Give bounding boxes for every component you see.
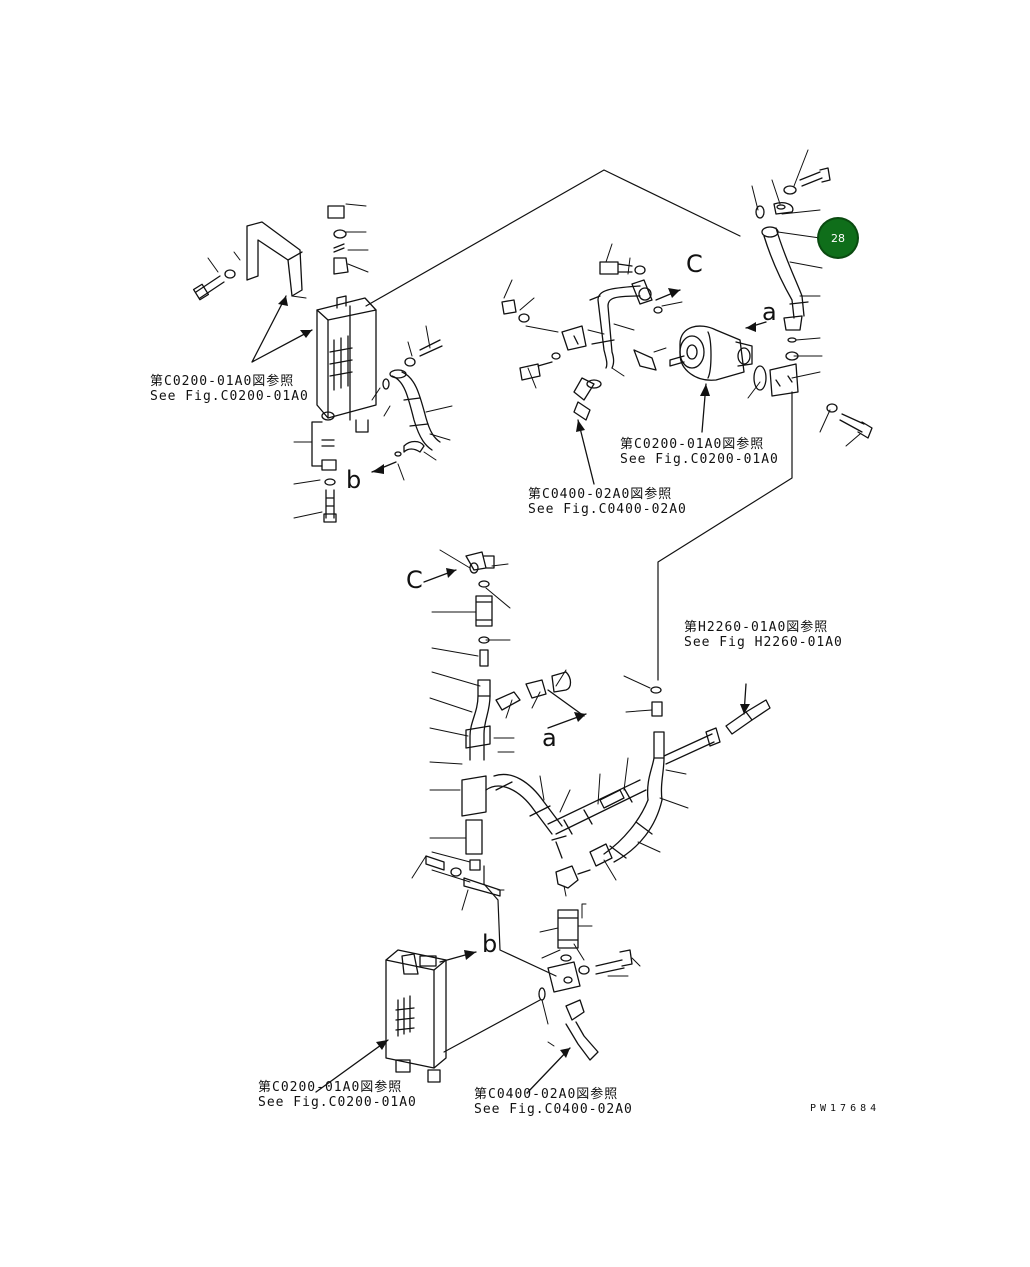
connector-b-lower: b bbox=[482, 930, 498, 958]
upper-middle-motor-assembly bbox=[501, 261, 753, 421]
connector-b-upper: b bbox=[346, 466, 362, 494]
ref-right: 第H2260-01A0図参照 See Fig H2260-01A0 bbox=[684, 620, 843, 650]
connector-a-lower: a bbox=[542, 724, 557, 752]
ref-upper-left: 第C0200-01A0図参照 See Fig.C0200-01A0 bbox=[150, 374, 309, 404]
ref-lower-center: 第C0400-02A0図参照 See Fig.C0400-02A0 bbox=[474, 1087, 633, 1117]
ref-lower-left-jp: 第C0200-01A0図参照 bbox=[258, 1080, 403, 1095]
upper-left-tank-assembly bbox=[192, 205, 443, 523]
ref-lower-center-jp: 第C0400-02A0図参照 bbox=[474, 1087, 619, 1102]
ref-lower-left: 第C0200-01A0図参照 See Fig.C0200-01A0 bbox=[258, 1080, 417, 1110]
leader-lines bbox=[207, 149, 861, 1047]
ref-lower-left-en: See Fig.C0200-01A0 bbox=[258, 1095, 417, 1110]
ref-lower-center-en: See Fig.C0400-02A0 bbox=[474, 1102, 633, 1117]
ref-right-jp: 第H2260-01A0図参照 bbox=[684, 620, 829, 635]
ref-upper-middle-en: See Fig.C0200-01A0 bbox=[620, 452, 779, 467]
ref-upper-middle-jp: 第C0200-01A0図参照 bbox=[620, 437, 765, 452]
ref-right-en: See Fig H2260-01A0 bbox=[684, 635, 843, 650]
lower-left-tank bbox=[385, 949, 447, 1083]
part-28-callout[interactable]: 28 bbox=[819, 219, 857, 257]
ref-upper-left-en: See Fig.C0200-01A0 bbox=[150, 389, 309, 404]
ref-upper-left-jp: 第C0200-01A0図参照 bbox=[150, 374, 295, 389]
connector-c-upper: C bbox=[686, 250, 703, 278]
ref-center-jp: 第C0400-02A0図参照 bbox=[528, 487, 673, 502]
part-28-number: 28 bbox=[831, 231, 845, 245]
connector-c-lower: C bbox=[406, 566, 423, 594]
middle-hose-harness bbox=[425, 551, 771, 993]
connector-a-upper: a bbox=[762, 298, 777, 326]
ref-center-en: See Fig.C0400-02A0 bbox=[528, 502, 687, 517]
ref-center: 第C0400-02A0図参照 See Fig.C0400-02A0 bbox=[528, 487, 687, 517]
reference-arrows bbox=[251, 289, 767, 1093]
drawing-code: PW17684 bbox=[810, 1103, 881, 1114]
arrow-heads bbox=[278, 288, 756, 1058]
routing-lines bbox=[365, 169, 793, 1053]
ref-upper-middle: 第C0200-01A0図参照 See Fig.C0200-01A0 bbox=[620, 437, 779, 467]
